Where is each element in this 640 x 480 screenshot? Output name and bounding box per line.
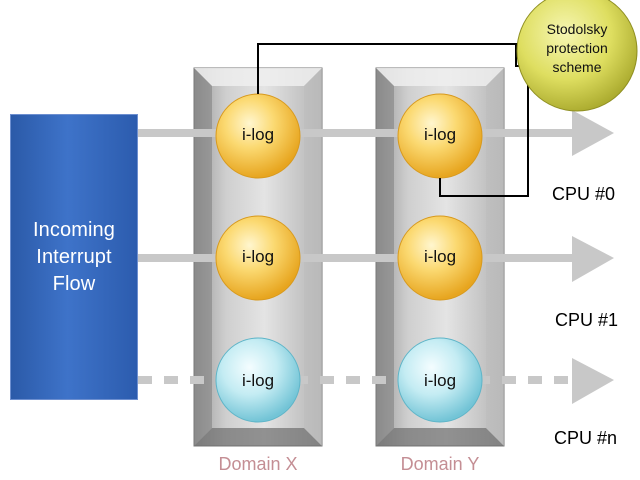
ilog-node-x-0 <box>215 93 301 179</box>
arrowhead-row-0 <box>572 110 614 156</box>
flow-row-1 <box>138 236 614 282</box>
ilog-node-x-n <box>215 337 301 423</box>
ilog-node-y-0 <box>397 93 483 179</box>
flow-row-n <box>138 358 614 404</box>
ilog-node-y-1 <box>397 215 483 301</box>
arrowhead-row-1 <box>572 236 614 282</box>
flow-row-0 <box>138 110 614 156</box>
ilog-node-y-n <box>397 337 483 423</box>
ilog-node-x-1 <box>215 215 301 301</box>
arrowhead-row-n <box>572 358 614 404</box>
protection-scheme-bubble <box>516 0 638 112</box>
